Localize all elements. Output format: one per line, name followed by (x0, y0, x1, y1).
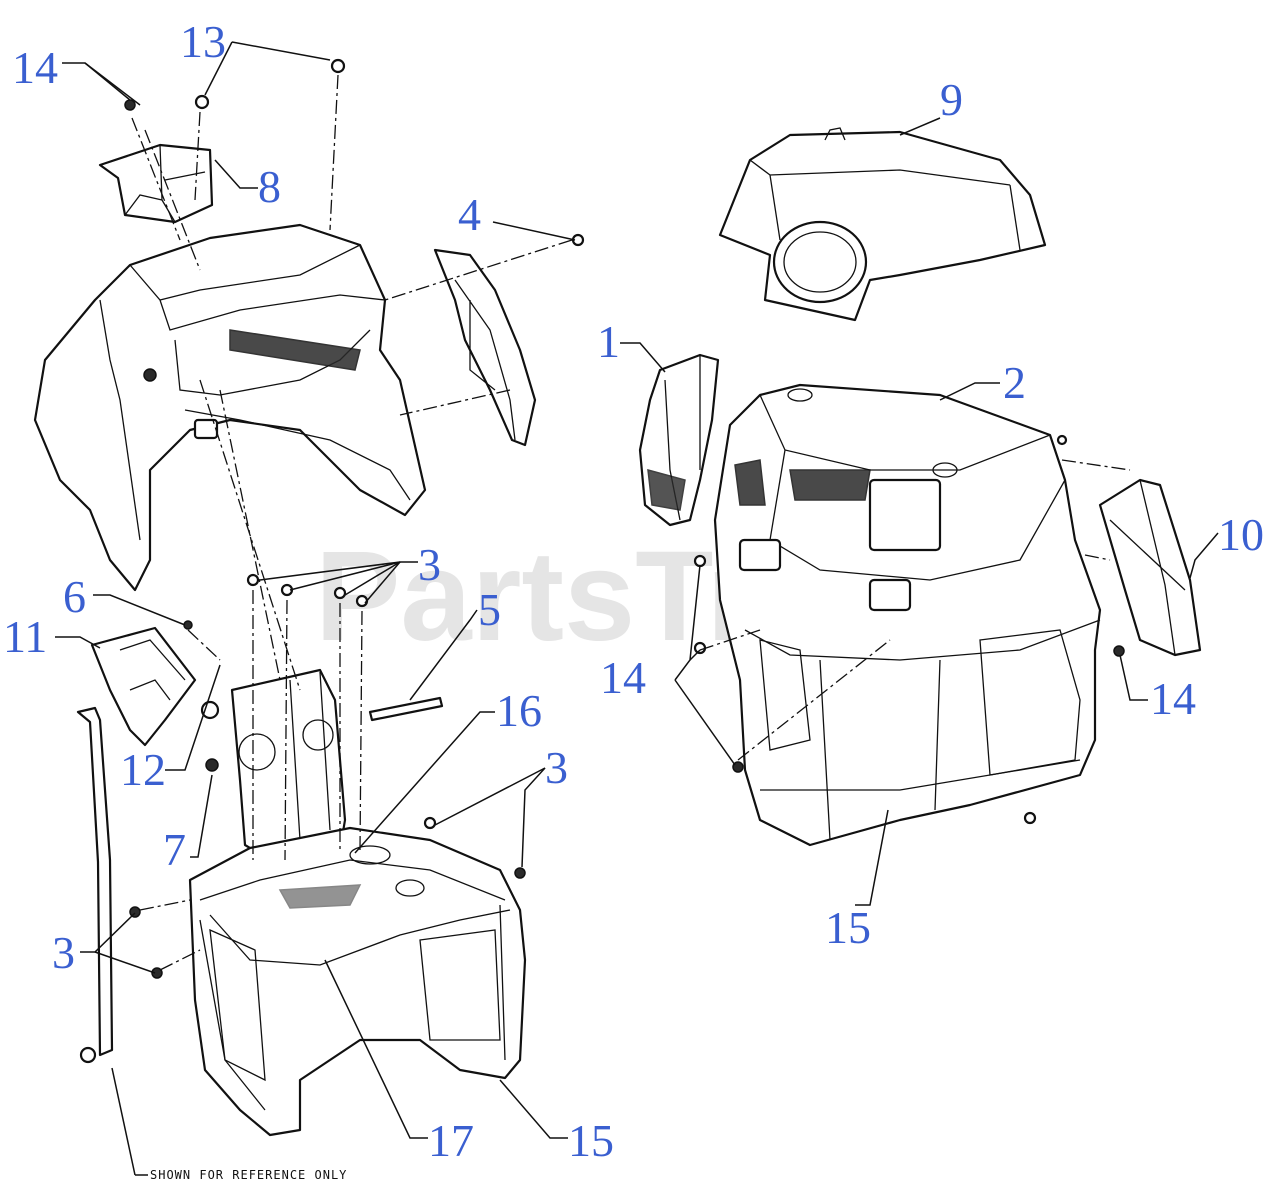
callout-7: 7 (163, 824, 186, 875)
part-10-side-panel (1098, 478, 1202, 657)
right-main-housing (713, 383, 1102, 847)
callout-9: 9 (940, 74, 963, 125)
callout-3-middle: 3 (418, 539, 441, 590)
callout-10: 10 (1218, 509, 1264, 560)
callout-6: 6 (63, 571, 86, 622)
callout-3-right: 3 (545, 742, 568, 793)
callout-15-right: 15 (825, 902, 871, 953)
part-4-side-panel (433, 248, 537, 447)
callout-12: 12 (120, 744, 166, 795)
callout-17: 17 (428, 1115, 474, 1166)
part-5-pin (368, 696, 444, 722)
reference-note: SHOWN FOR REFERENCE ONLY (150, 1168, 347, 1182)
callout-14-middle: 14 (600, 652, 646, 703)
callout-4: 4 (458, 189, 481, 240)
callout-11: 11 (3, 611, 47, 662)
part-16-mount (200, 668, 347, 862)
leader-lines (55, 41, 1219, 1176)
callout-numbers: 14 13 8 4 9 1 2 10 3 5 6 11 16 12 7 3 3 … (3, 16, 1264, 1166)
upper-dash-housing (33, 223, 427, 592)
callout-16: 16 (496, 685, 542, 736)
reference-rod (76, 706, 114, 1064)
part-8-bracket (98, 143, 214, 224)
callout-15-bottom: 15 (568, 1115, 614, 1166)
assembly-lines (131, 74, 1131, 971)
callout-1: 1 (597, 316, 620, 367)
callout-3-left: 3 (52, 927, 75, 978)
callout-14-top-left: 14 (12, 42, 58, 93)
part-9-top-cover (718, 127, 1047, 322)
callout-5: 5 (478, 584, 501, 635)
callout-8: 8 (258, 161, 281, 212)
lower-dash-housing (188, 826, 527, 1137)
callout-2: 2 (1003, 357, 1026, 408)
part-11-bracket (90, 626, 197, 747)
callout-13: 13 (180, 16, 226, 67)
part-1-side-panel (638, 353, 720, 527)
callout-14-right: 14 (1150, 673, 1196, 724)
